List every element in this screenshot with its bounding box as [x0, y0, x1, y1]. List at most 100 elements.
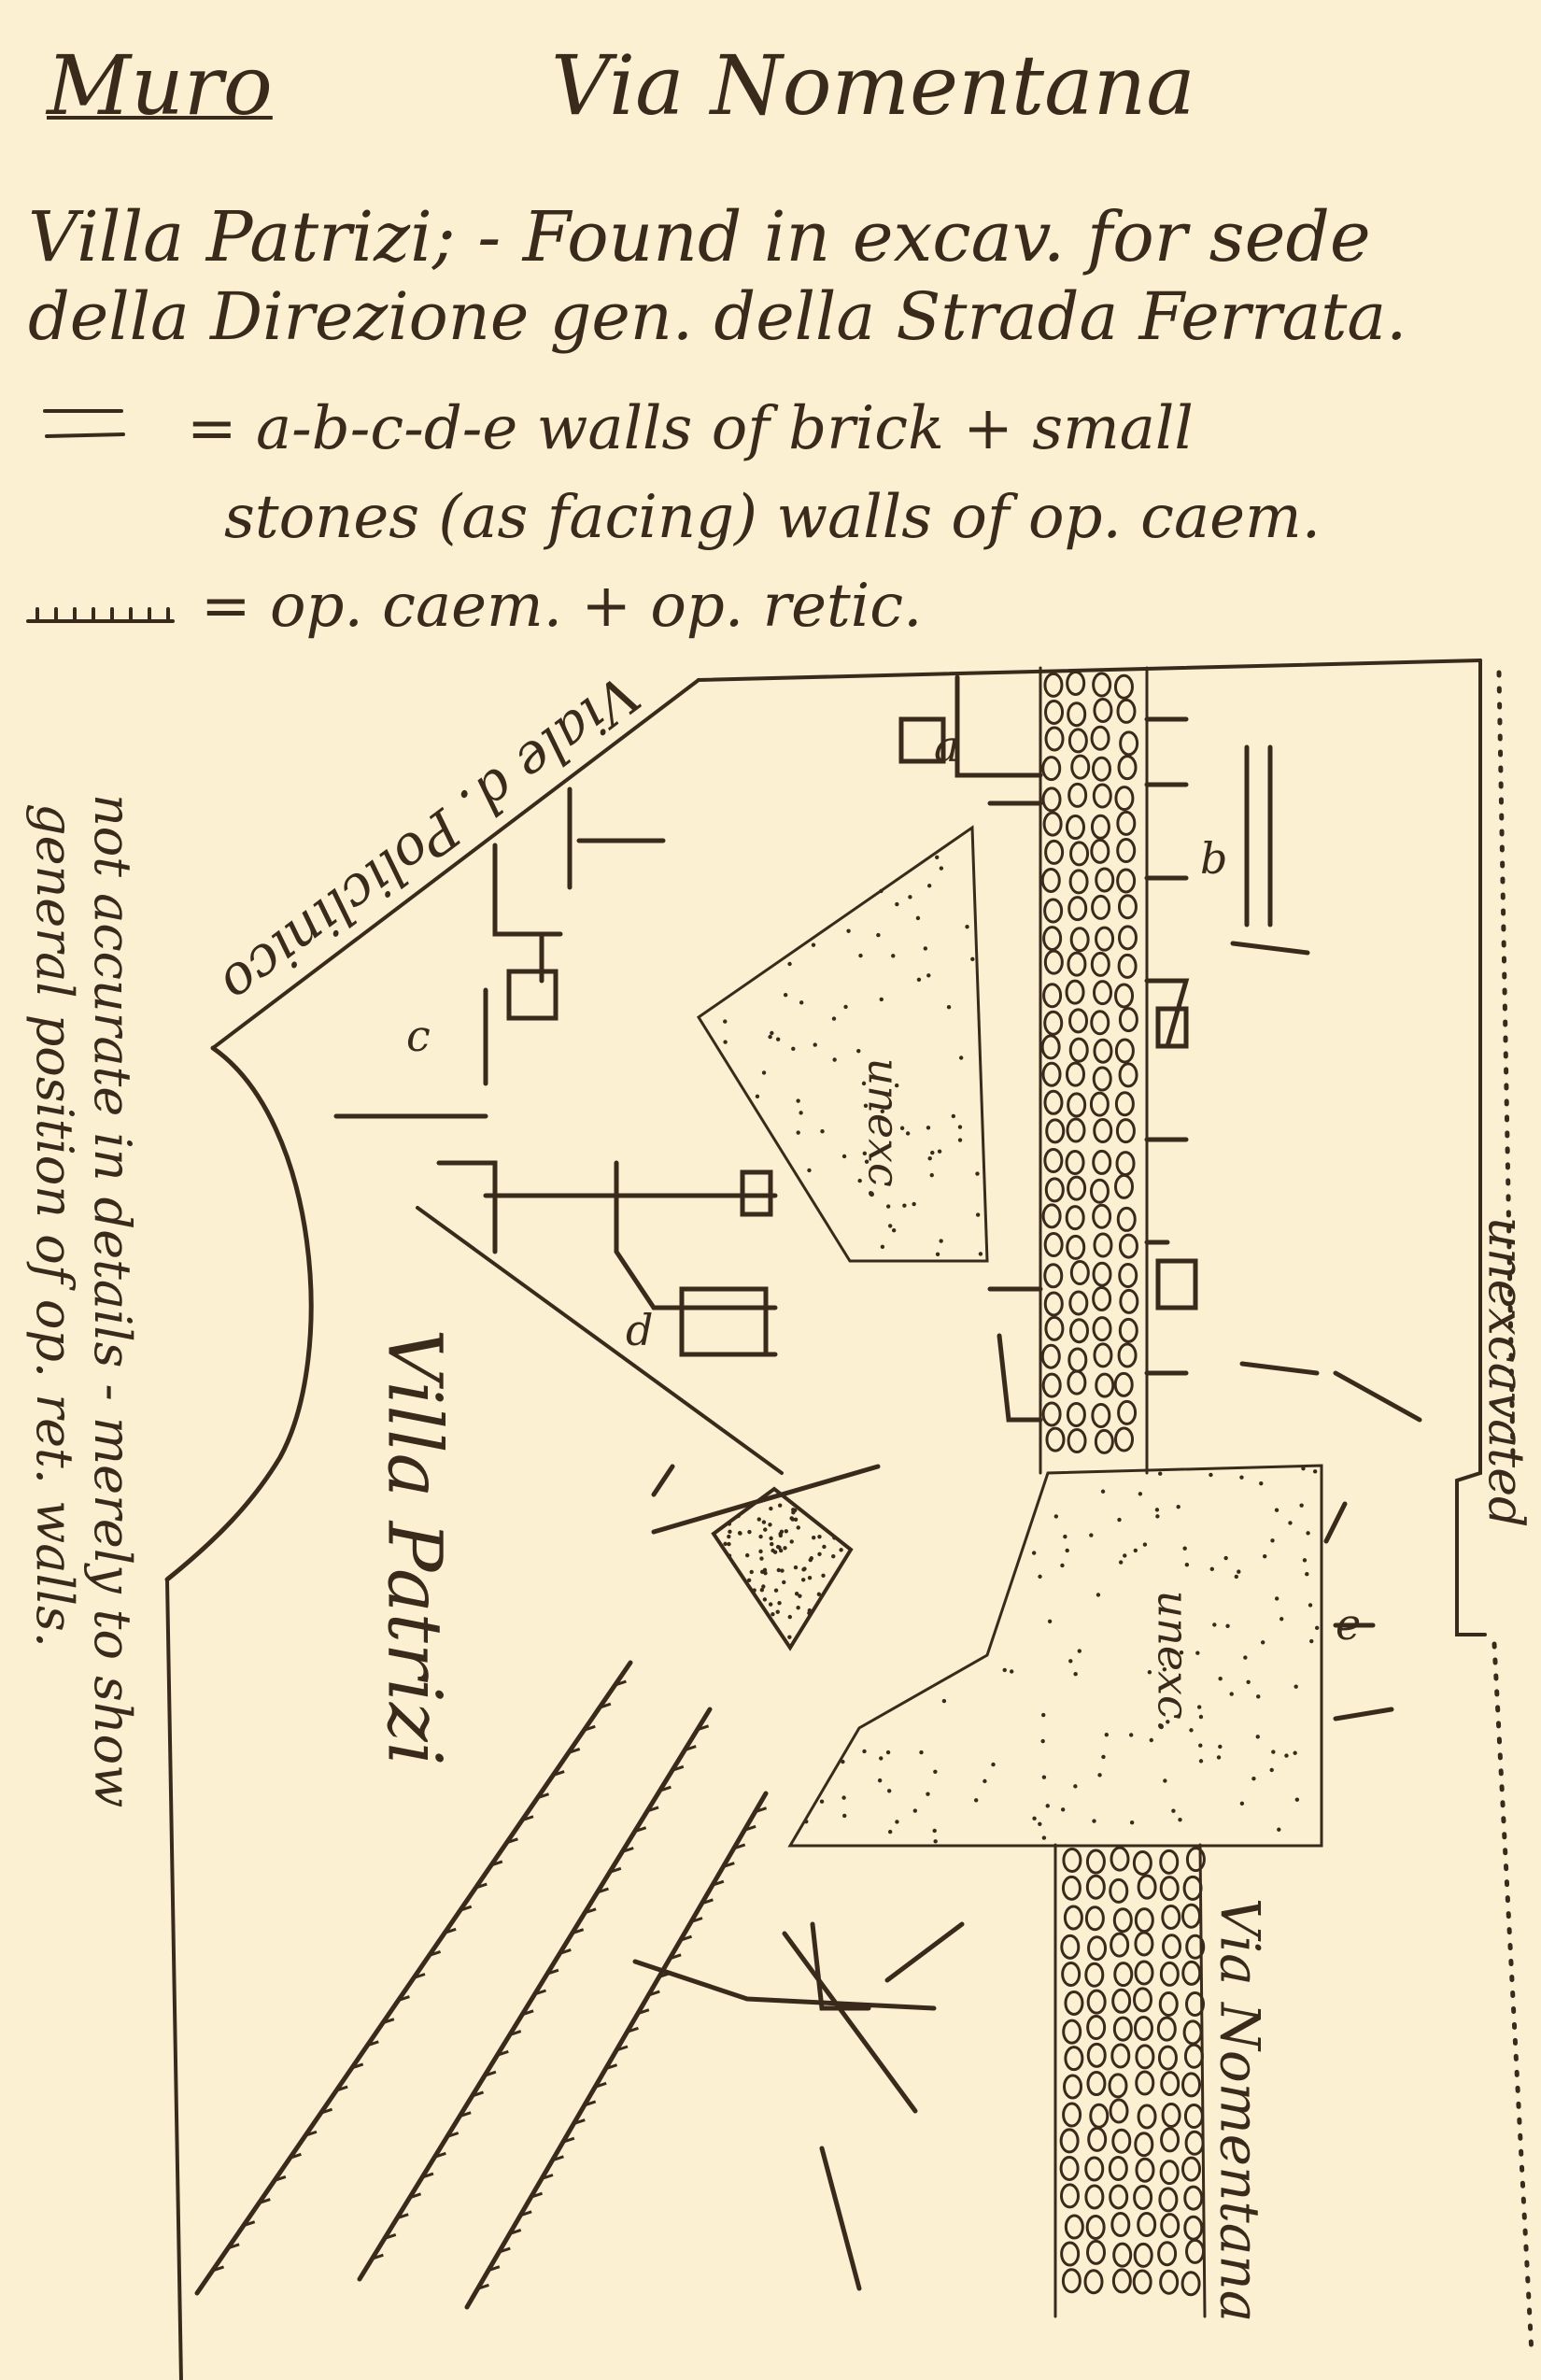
hatch-tick: [568, 1748, 581, 1754]
stipple-dot: [778, 1531, 783, 1537]
stipple-dot: [761, 1520, 767, 1524]
stipple-dot: [891, 1228, 897, 1233]
cobblestone: [1067, 1428, 1087, 1454]
stipple-dot: [789, 1539, 794, 1544]
cobblestone: [1091, 894, 1111, 920]
cobblestone: [1062, 2102, 1082, 2128]
hatch-tick: [684, 1745, 697, 1751]
cobblestone: [1117, 1399, 1138, 1425]
stipple-dot: [1053, 1514, 1059, 1519]
hatch-tick: [541, 2174, 554, 2180]
stipple-dot: [783, 1546, 787, 1551]
cobblestone: [1043, 1263, 1064, 1289]
note-line-5: = op. caem. + op. retic.: [201, 572, 923, 641]
stipple-dot: [1216, 1755, 1222, 1760]
cobblestone: [1093, 1118, 1113, 1144]
stipple-dot: [1229, 1692, 1234, 1696]
cobblestone: [1092, 1261, 1112, 1287]
hatch-tick: [351, 2062, 364, 2070]
hatch-tick: [599, 1702, 612, 1709]
cobblestone: [1133, 2015, 1153, 2041]
cobblestone: [1063, 2074, 1083, 2100]
stipple-dot: [778, 1548, 784, 1553]
stipple-dot: [1063, 1534, 1067, 1539]
stipple-dot: [769, 1536, 773, 1541]
hatch-tick: [243, 2220, 256, 2228]
cobblestone: [1115, 1118, 1136, 1144]
stipple-dot: [887, 1829, 893, 1835]
stipple-dot: [759, 1588, 765, 1593]
cobblestone: [1045, 1426, 1066, 1452]
hatch-tick: [444, 1927, 457, 1934]
cobblestone: [1087, 1935, 1108, 1962]
stipple-dot: [761, 1070, 767, 1075]
stipple-dot: [817, 1534, 822, 1539]
cobblestone: [1133, 2184, 1153, 2210]
stipple-dot: [762, 1597, 768, 1602]
cobblestone: [1069, 1259, 1090, 1285]
cobblestone: [1135, 2044, 1155, 2070]
stipple-dot: [1158, 1471, 1163, 1476]
cobblestone: [1059, 2183, 1080, 2209]
stipple-dot: [728, 1529, 732, 1535]
cobblestone: [1109, 2098, 1129, 2124]
cobblestone: [1065, 1150, 1085, 1176]
stipple-dot: [744, 1552, 750, 1558]
stipple-dot: [863, 1103, 869, 1108]
stipple-dot: [880, 1109, 885, 1114]
hatch-tick: [646, 1806, 659, 1813]
stipple-dot: [1277, 1827, 1281, 1832]
hatch-tick: [421, 2172, 434, 2179]
stipple-dot: [1041, 1712, 1046, 1718]
cobblestone: [1137, 1874, 1157, 1900]
stipple-dot: [1251, 1776, 1256, 1781]
cobblestone: [1059, 2128, 1080, 2154]
cobblestone: [1132, 2269, 1152, 2295]
stipple-dot: [1182, 1546, 1187, 1551]
hatch-tick: [609, 1866, 622, 1874]
stipple-dot: [983, 1778, 987, 1784]
stipple-dot: [1256, 1694, 1261, 1699]
cobblestone: [1111, 2268, 1132, 2294]
cobblestone: [1114, 1038, 1135, 1064]
cobblestone: [1095, 867, 1115, 893]
stipple-dot: [752, 1588, 756, 1593]
stipple-dot: [1047, 1619, 1053, 1624]
stipple-dot: [1302, 1558, 1308, 1563]
hatch-tick: [733, 1843, 746, 1850]
stipple-dot: [770, 1541, 774, 1547]
stipple-dot: [1097, 1773, 1102, 1778]
cobblestone: [1086, 2015, 1107, 2041]
hatch-tick: [335, 2085, 348, 2092]
cobblestone: [1133, 2242, 1153, 2268]
stipple-dot: [1284, 1753, 1289, 1758]
cobblestone: [1118, 1262, 1138, 1288]
hatch-tick: [621, 1847, 634, 1853]
stipple-dot: [895, 1820, 899, 1824]
label-b: b: [1200, 833, 1228, 884]
cobblestone: [1137, 2104, 1157, 2130]
label-unexc-triangle: unexc.: [858, 1057, 910, 1201]
stipple-dot: [723, 1040, 728, 1044]
cobblestone: [1108, 2073, 1128, 2099]
cobblestone: [1159, 2160, 1180, 2186]
hatch-tick: [551, 2155, 564, 2162]
cobblestone: [1090, 1010, 1110, 1036]
stipple-dot: [1117, 1517, 1122, 1523]
stipple-dot: [1163, 1778, 1167, 1783]
stipple-dot: [926, 1792, 930, 1796]
hatch-tick: [552, 1770, 565, 1777]
cobblestone: [1110, 1932, 1130, 1958]
stipple-dot: [763, 1570, 768, 1576]
cobblestone: [1162, 1934, 1182, 1960]
stipple-dot: [776, 1567, 781, 1573]
cobblestone: [1066, 1401, 1086, 1427]
hatch-tick: [509, 2229, 522, 2235]
stipple-dot: [926, 884, 932, 888]
stipple-dot: [895, 901, 899, 907]
stipple-dot: [796, 1130, 800, 1135]
cobblestone: [1044, 1315, 1065, 1341]
cobblestone: [1095, 926, 1115, 952]
stipple-dot: [1178, 1818, 1182, 1822]
stipple-dot: [1155, 1514, 1160, 1519]
